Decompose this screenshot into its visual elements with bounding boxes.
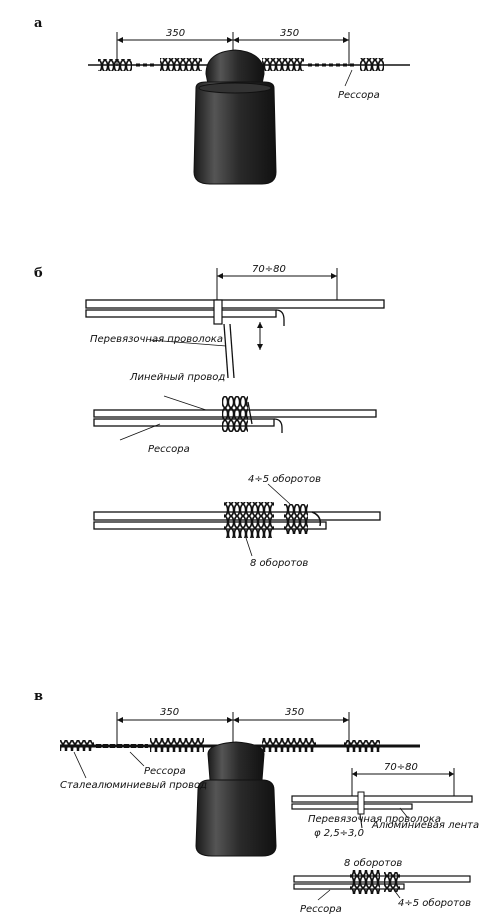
section-b-label-turns-bottom: 8 оборотов bbox=[250, 557, 308, 569]
section-a-insulator bbox=[193, 49, 277, 185]
section-a-spring-left bbox=[160, 58, 202, 71]
section-v-detail-top: 70÷80 bbox=[291, 762, 473, 829]
section-v-dim-right: 350 bbox=[285, 707, 304, 718]
section-a-dim-right: 350 bbox=[280, 28, 299, 39]
section-b-dim-gap: 70÷80 bbox=[252, 264, 286, 275]
section-v-insulator bbox=[195, 741, 277, 857]
section-v-dimension: 350 350 bbox=[116, 707, 350, 746]
section-a-dimension: 350 350 bbox=[116, 28, 350, 66]
section-v-label-spring-bottom: Рессора bbox=[300, 904, 342, 915]
section-a-label-spring: Рессора bbox=[338, 90, 380, 101]
section-v-dim-gap: 70÷80 bbox=[384, 762, 418, 773]
section-b: б 70÷80 Перевязочная проволока bbox=[34, 264, 385, 569]
section-v-label-turns-bottom: 4÷5 оборотов bbox=[398, 897, 471, 909]
section-b-dimension: 70÷80 bbox=[216, 264, 338, 300]
section-b-step1 bbox=[85, 299, 385, 379]
section-b-label-spring: Рессора bbox=[148, 444, 190, 455]
section-a-spring-right bbox=[262, 58, 304, 71]
section-a: а 350 350 Рессора bbox=[34, 16, 410, 185]
section-v-label-tie-wire-size: φ 2,5÷3,0 bbox=[314, 828, 364, 839]
section-a-spring-right-end bbox=[360, 58, 384, 71]
section-v-label-tie-wire: Перевязочная проволока bbox=[308, 814, 441, 825]
section-v-label-spring: Рессора bbox=[144, 766, 186, 777]
section-v-label-turns-top: 8 оборотов bbox=[344, 857, 402, 869]
section-v-detail-bottom bbox=[293, 870, 471, 894]
section-b-label-tie-wire-line1: Перевязочная проволока bbox=[90, 334, 223, 345]
section-a-letter: а bbox=[34, 16, 43, 31]
section-v-label-steel-al-wire: Сталеалюминиевый провод bbox=[60, 780, 207, 791]
section-b-letter: б bbox=[34, 266, 43, 281]
section-b-step3 bbox=[93, 502, 381, 538]
section-b-step2 bbox=[93, 396, 377, 433]
section-a-spring-left-end bbox=[98, 59, 132, 71]
section-v-dim-left: 350 bbox=[160, 707, 179, 718]
section-b-label-line-wire: Линейный провод bbox=[129, 372, 225, 383]
section-a-dim-left: 350 bbox=[166, 28, 185, 39]
section-b-label-turns-top: 4÷5 оборотов bbox=[248, 473, 321, 485]
section-v: в 350 350 Рессора Сталеалюминиевый прово… bbox=[34, 689, 479, 915]
section-v-label-al-tape: Алюминиевая лента bbox=[371, 820, 479, 831]
section-v-letter: в bbox=[34, 689, 43, 704]
